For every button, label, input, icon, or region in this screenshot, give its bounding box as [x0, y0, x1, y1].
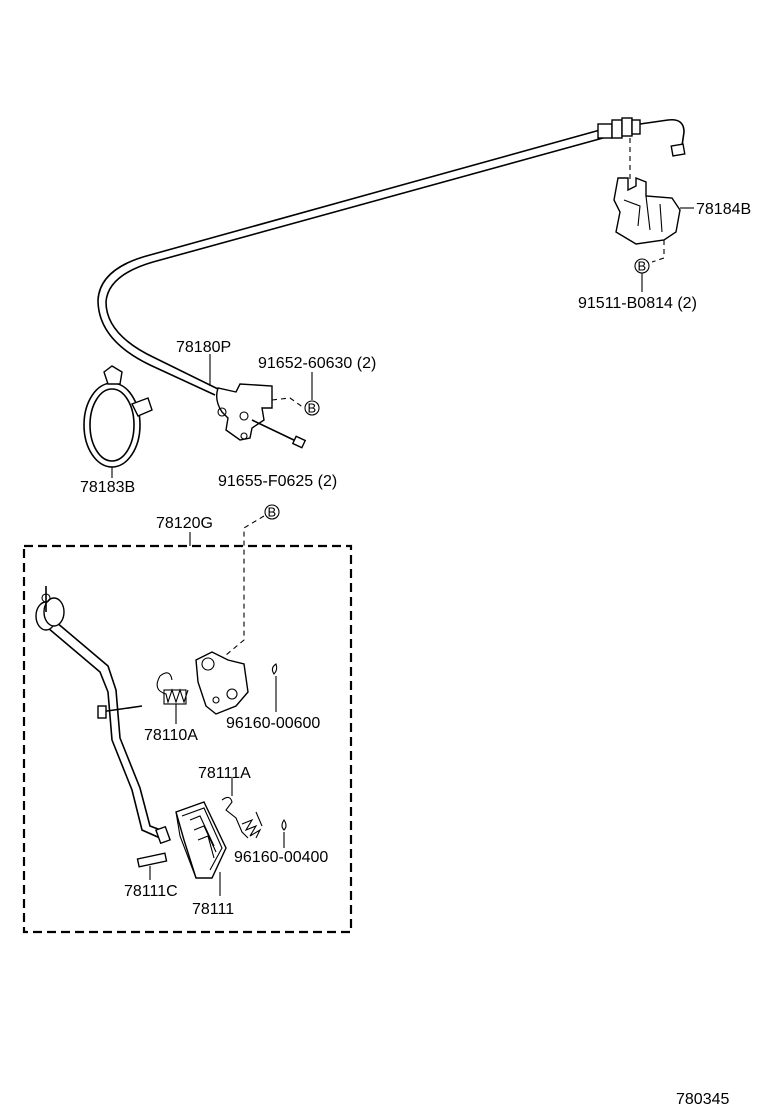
bolt-marker-mid-label: B [308, 401, 317, 416]
label-78180p: 78180P [176, 339, 231, 356]
bolt-marker-lower-label: B [268, 505, 277, 520]
bolt-path-lower [219, 515, 265, 661]
label-78111a: 78111A [198, 765, 251, 782]
spring-78111a [221, 796, 263, 839]
label-78184b: 78184B [696, 201, 751, 218]
label-78120g: 78120G [156, 515, 213, 532]
label-91655: 91655-F0625 (2) [218, 473, 337, 490]
clip-96160-00600 [271, 663, 278, 675]
label-78111c: 78111C [124, 883, 178, 900]
label-91652: 91652-60630 (2) [258, 355, 376, 372]
spring-78110a [156, 672, 189, 705]
bracket-78184b [613, 176, 681, 263]
pedal-bracket-plate [195, 651, 249, 715]
label-96160-00400: 96160-00400 [234, 849, 328, 866]
clamp-78183b [83, 365, 153, 468]
label-96160-00600: 96160-00600 [226, 715, 320, 732]
pedal-arm [35, 586, 171, 845]
pin-78111c [136, 852, 168, 868]
bolt-marker-lower [264, 504, 280, 520]
label-78110a: 78110A [144, 727, 198, 744]
diagram-code: 780345 [676, 1091, 729, 1108]
bolt-marker-upper-label: B [638, 259, 647, 274]
clip-96160-00400 [281, 819, 287, 831]
label-78111: 78111 [192, 901, 234, 918]
bolt-marker-mid [304, 400, 320, 416]
pedal-pad-78111 [175, 801, 227, 879]
label-78183b: 78183B [80, 479, 135, 496]
label-91511: 91511-B0814 (2) [578, 295, 697, 312]
accelerator-cable [97, 117, 686, 396]
pedal-assembly-box [22, 544, 353, 934]
cable-bracket-78180p [215, 383, 307, 449]
